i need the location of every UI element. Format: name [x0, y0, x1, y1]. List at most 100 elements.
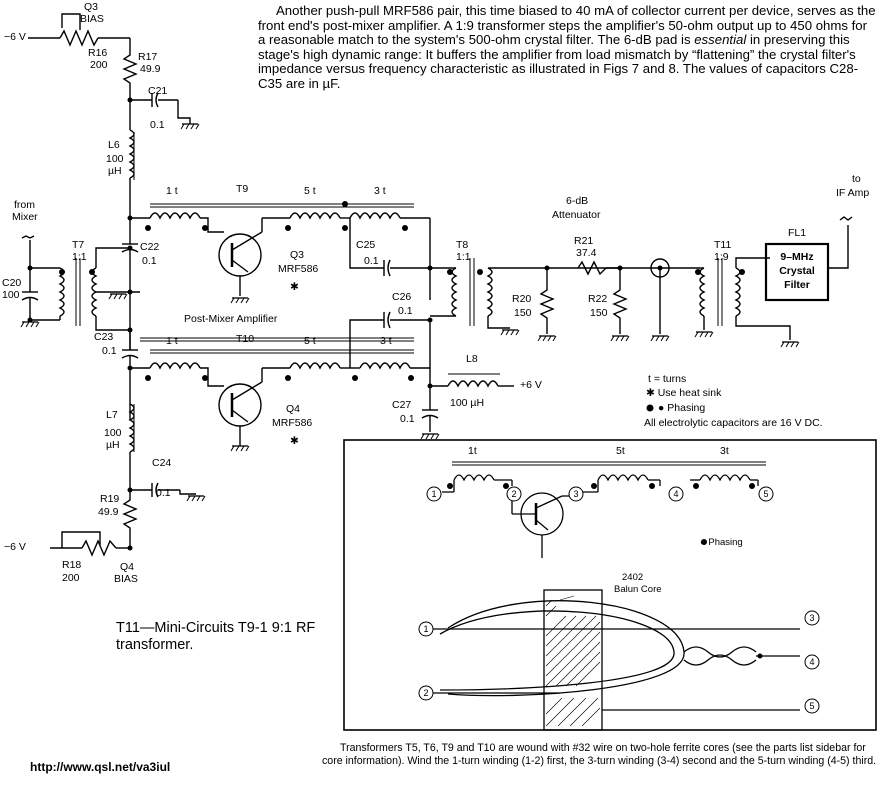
q3-bias-label-a: Q3	[84, 1, 99, 13]
t11-label: T11	[714, 239, 732, 251]
core-node-1: 1	[423, 624, 429, 634]
inset-node-2: 2	[511, 489, 517, 499]
inset-node-5: 5	[763, 489, 769, 499]
inset-node-3: 3	[573, 489, 579, 499]
c21-value: 0.1	[150, 119, 165, 131]
q3-label: Q3	[290, 249, 305, 261]
c24-value: 0.1	[156, 487, 171, 499]
l7-label: L7	[106, 409, 118, 421]
l8-value: 100 µH	[450, 397, 485, 409]
inset-node-1: 1	[431, 489, 437, 499]
q4-bias-label-a: Q4	[120, 561, 135, 573]
to-if-amp-label-a: to	[852, 173, 861, 185]
c20-label: C20	[2, 277, 22, 289]
from-mixer-label-a: from	[14, 199, 35, 211]
intro-text-1: Another push-pull MRF586 pair, this time…	[258, 3, 876, 48]
r19-value: 49.9	[98, 506, 119, 518]
t9-winding-5t: 5 t	[304, 185, 316, 197]
r20-value: 150	[514, 307, 532, 319]
q4-bias-label-b: BIAS	[114, 573, 138, 585]
l6-value-b: µH	[108, 165, 122, 177]
c27-value: 0.1	[400, 413, 415, 425]
legend-heat-sink: ✱ Use heat sink	[646, 387, 722, 399]
l6-value-a: 100	[106, 153, 124, 165]
t10-winding-5t: 5 t	[304, 335, 316, 347]
r17-label: R17	[138, 51, 158, 63]
t9-winding-1t: 1 t	[166, 185, 178, 197]
t9-label: T9	[236, 183, 249, 195]
post-mixer-amplifier-label: Post-Mixer Amplifier	[184, 313, 278, 325]
l7-value-b: µH	[106, 439, 120, 451]
r18-label: R18	[62, 559, 82, 571]
core-label-b: Balun Core	[614, 584, 662, 595]
legend-phasing: ● Phasing	[658, 402, 706, 414]
c22-label: C22	[140, 241, 160, 253]
r21-value: 37.4	[576, 247, 597, 259]
r18-value: 200	[62, 572, 80, 584]
c21-label: C21	[148, 85, 168, 97]
core-node-4: 4	[809, 657, 815, 667]
to-if-amp-label-b: IF Amp	[836, 187, 870, 199]
t8-ratio: 1:1	[456, 251, 471, 263]
inset-winding-5t: 5t	[616, 445, 625, 457]
r17-value: 49.9	[140, 63, 161, 75]
t11-ratio: 1:9	[714, 251, 729, 263]
legend-turns: t = turns	[648, 373, 687, 385]
t11-caption: T11—Mini-Circuits T9-1 9:1 RF transforme…	[116, 620, 316, 653]
inset-winding-1t: 1t	[468, 445, 477, 457]
r16-value: 200	[90, 59, 108, 71]
minus-6v-bottom-label: −6 V	[4, 541, 26, 553]
legend-electrolytic: All electrolytic capacitors are 16 V DC.	[644, 417, 823, 429]
c27-label: C27	[392, 399, 412, 411]
inset-node-4: 4	[673, 489, 679, 499]
r22-value: 150	[590, 307, 608, 319]
r19-label: R19	[100, 493, 120, 505]
c22-value: 0.1	[142, 255, 157, 267]
inset-phasing-legend: ● Phasing	[700, 537, 743, 548]
filter-label-c: Filter	[784, 279, 810, 291]
c26-label: C26	[392, 291, 412, 303]
t7-label: T7	[72, 239, 85, 251]
intro-text-2: in preserving this stage's high dynamic …	[258, 32, 859, 91]
c25-label: C25	[356, 239, 376, 251]
attenuator-label-b: Attenuator	[552, 209, 601, 221]
filter-label-a: 9–MHz	[780, 251, 814, 263]
core-node-5: 5	[809, 701, 815, 711]
filter-label-b: Crystal	[779, 265, 815, 277]
q3-heatsink-mark: ✱	[290, 281, 299, 293]
from-mixer-label-b: Mixer	[12, 211, 38, 223]
c23-label: C23	[94, 331, 114, 343]
r22-label: R22	[588, 293, 608, 305]
l6-label: L6	[108, 139, 120, 151]
intro-emphasis: essential	[694, 32, 747, 48]
r16-label: R16	[88, 47, 108, 59]
q3-part: MRF586	[278, 263, 319, 275]
c23-value: 0.1	[102, 345, 117, 357]
core-node-2: 2	[423, 688, 429, 698]
inset-winding-3t: 3t	[720, 445, 729, 457]
core-label-a: 2402	[622, 572, 644, 583]
l7-value-a: 100	[104, 427, 122, 439]
t9-winding-3t: 3 t	[374, 185, 386, 197]
attenuator-label-a: 6-dB	[566, 195, 589, 207]
footer-note: Transformers T5, T6, T9 and T10 are woun…	[322, 742, 877, 767]
t10-label: T10	[236, 333, 255, 345]
r21-label: R21	[574, 235, 594, 247]
c25-value: 0.1	[364, 255, 379, 267]
c20-value: 100	[2, 289, 20, 301]
q3-bias-label-b: BIAS	[80, 13, 104, 25]
fl1-label: FL1	[788, 227, 807, 239]
plus-6v-label: +6 V	[520, 379, 542, 391]
l8-label: L8	[466, 353, 478, 365]
intro-paragraph: Another push-pull MRF586 pair, this time…	[258, 3, 876, 92]
c26-value: 0.1	[398, 305, 413, 317]
t8-label: T8	[456, 239, 469, 251]
source-url: http://www.qsl.net/va3iul	[30, 760, 171, 774]
c24-label: C24	[152, 457, 172, 469]
q4-part: MRF586	[272, 417, 313, 429]
q4-label: Q4	[286, 403, 301, 415]
q4-heatsink-mark: ✱	[290, 435, 299, 447]
t10-winding-1t: 1 t	[166, 335, 178, 347]
t7-ratio: 1:1	[72, 251, 87, 263]
